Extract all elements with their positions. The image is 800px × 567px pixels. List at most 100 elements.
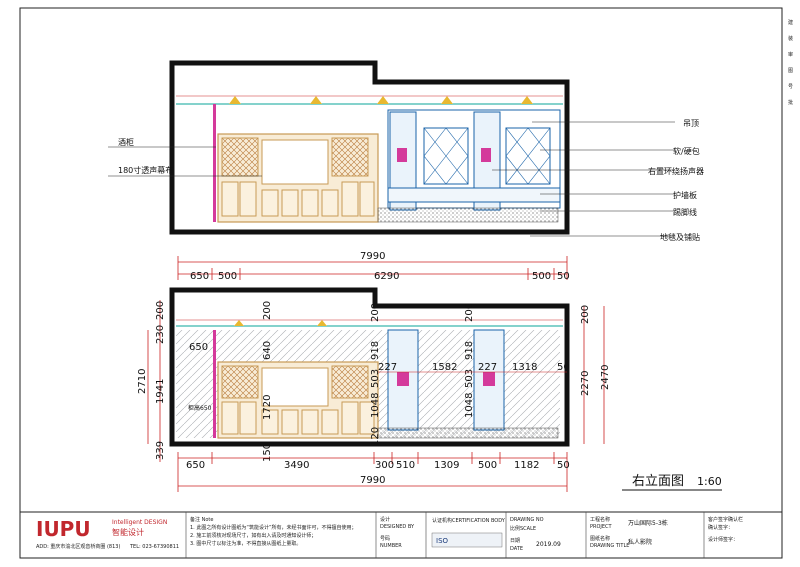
company-cn: 智能设计	[112, 527, 144, 537]
speaker-icon	[483, 372, 495, 386]
drawing-title-scale: 1:60	[697, 475, 722, 488]
dim-inner-13: 1048	[464, 393, 475, 418]
label-skirting: 踢脚线	[673, 207, 697, 217]
dim-right-1: 200	[580, 305, 591, 324]
date-value: 2019.09	[536, 541, 561, 548]
top-ceiling-lights	[229, 96, 533, 104]
margin-char-6: 批	[788, 99, 793, 106]
dim-left-2: 230	[155, 325, 166, 344]
drawing-title: 右立面图 1:60	[622, 474, 722, 491]
dim-inner-17: 1318	[512, 362, 537, 373]
dim-left-4: 1941	[155, 379, 166, 404]
dim-top-seg-3: 6290	[374, 271, 399, 282]
client-sub: 确认签字：	[708, 524, 733, 531]
company-tel: TEL: 023-67390811	[129, 544, 179, 550]
dim-inner-10: 200	[464, 303, 475, 322]
dim-bottom-seg-8: 50	[557, 460, 570, 471]
drawing-no-label: DRAWING NO	[510, 517, 544, 523]
top-left-callouts: 酒柜 180寸透声幕布	[108, 137, 262, 177]
number-en: NUMBER	[380, 543, 402, 549]
dim-inner-9: 120	[370, 427, 381, 446]
dim-left-inner-1: 650	[189, 342, 208, 353]
label-carpet: 地毯及铺贴	[660, 232, 700, 242]
dim-bottom-seg-3: 300	[375, 460, 394, 471]
bottom-left-wall-strip	[213, 330, 216, 438]
dim-inner-5: 200	[370, 303, 381, 322]
company-logo: IUPU	[36, 517, 91, 541]
scale-label: 比例	[510, 525, 520, 532]
label-soft-panel: 软/硬包	[673, 146, 700, 156]
top-wine-rack-left	[221, 137, 259, 177]
dim-inner-11: 918	[464, 341, 475, 360]
note-3: 3. 图中尺寸以标注为准，不得直接从图纸上量取。	[190, 540, 301, 547]
project-en: PROJECT	[590, 524, 613, 530]
dim-inner-14: 227	[378, 362, 397, 373]
dim-inner-2: 640	[262, 341, 273, 360]
margin-char-4: 图	[788, 68, 793, 74]
dim-left-1: 200	[155, 301, 166, 320]
label-wainscot: 护墙板	[673, 190, 697, 200]
dim-bottom-seg-1: 650	[186, 460, 205, 471]
designer-confirm: 设计师签字：	[708, 536, 738, 543]
cert-logo: ISO	[436, 537, 449, 545]
bottom-wine-rack-left	[221, 365, 259, 399]
dim-right-2: 2270	[580, 371, 591, 396]
top-carpet	[377, 207, 559, 223]
top-screen	[261, 139, 329, 185]
client-label: 客户签字确认栏	[708, 516, 743, 523]
dim-top-seg-2: 500	[218, 271, 237, 282]
dim-bottom-seg-5: 1309	[434, 460, 459, 471]
bottom-wine-rack-right	[331, 365, 369, 399]
bottom-carpet	[377, 427, 559, 439]
right-vertical-dims: 200 2270 2470	[580, 305, 611, 444]
margin-chars: 建 装 审 图 号 批	[788, 19, 793, 106]
ceiling-light-icon	[377, 96, 389, 104]
company-en: Intelligent DESIGN	[112, 519, 167, 526]
bottom-inner-dims: 200 640 1720 150 200 918 503 1048 120 20…	[262, 301, 570, 462]
label-surround-speaker: 右置环绕扬声器	[648, 166, 704, 176]
dim-total-top: 7990	[360, 251, 385, 262]
bottom-cabinet-doors	[221, 401, 375, 435]
margin-char-2: 装	[788, 35, 793, 42]
number-label: 号码	[380, 535, 390, 542]
designer-label: 设计	[380, 516, 390, 523]
dim-bottom-seg-4: 510	[396, 460, 415, 471]
dim-bottom-seg-7: 1182	[514, 460, 539, 471]
designer-en: DESIGNED BY	[380, 524, 415, 530]
project-label: 工程名称	[590, 516, 610, 523]
top-right-callouts: 吊顶 软/硬包 右置环绕扬声器 护墙板 踢脚线 地毯及铺贴	[492, 119, 704, 242]
cert-en: CERTIFICATION BODY	[452, 518, 506, 524]
dim-total-bottom: 7990	[360, 475, 385, 486]
dim-bottom-seg-2: 3490	[284, 460, 309, 471]
speaker-icon	[481, 148, 491, 162]
dim-top-seg-4: 500	[532, 271, 551, 282]
company-address: ADD: 重庆市渝北区观音桥商圈 (813)	[36, 543, 120, 550]
margin-char-1: 建	[788, 19, 793, 26]
dim-left-3: 2710	[137, 369, 148, 394]
date-en: DATE	[510, 546, 523, 552]
dim-bottom-seg-6: 500	[478, 460, 497, 471]
label-ceiling: 吊顶	[683, 119, 699, 128]
ceiling-light-icon	[441, 96, 453, 104]
top-elevation	[169, 60, 570, 235]
top-wainscot	[387, 187, 561, 203]
dim-top-seg-1: 650	[190, 271, 209, 282]
dim-top-seg-5: 50	[557, 271, 570, 282]
note-1: 1. 此图之所有设计图纸为“筑能设计”所有，未经书面许可，不得擅自使用；	[190, 524, 357, 531]
cert-label: 认证机构	[432, 517, 452, 524]
title-block: IUPU Intelligent DESIGN 智能设计 ADD: 重庆市渝北区…	[19, 511, 783, 559]
dim-left-5: 339	[155, 441, 166, 460]
scale-en: SCALE	[520, 526, 536, 532]
margin-char-3: 审	[788, 51, 793, 58]
dim-right-3: 2470	[600, 365, 611, 390]
dim-inner-15: 1582	[432, 362, 457, 373]
dim-inner-16: 227	[478, 362, 497, 373]
bottom-dimension-strip: 650 3490 300 510 1309 500 1182 50 7990	[177, 452, 570, 492]
ceiling-light-icon	[317, 320, 327, 326]
notes-title: 备注 Note	[190, 516, 213, 523]
ceiling-light-icon	[234, 320, 244, 326]
dim-inner-18: 50	[557, 362, 570, 373]
dim-left-inner-2: 柜高650	[188, 404, 212, 412]
title-en: DRAWING TITLE	[590, 543, 629, 549]
